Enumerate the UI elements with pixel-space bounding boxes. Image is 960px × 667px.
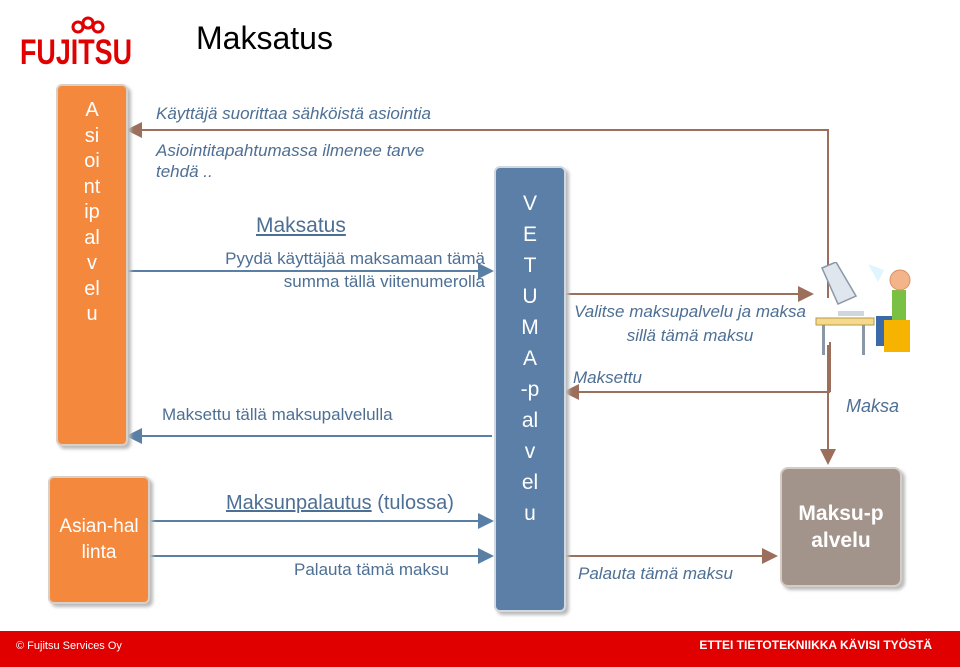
step1-text: Käyttäjä suorittaa sähköistä asiointia — [156, 104, 431, 123]
valitse-text: Valitse maksupalvelu ja maksa sillä tämä… — [574, 302, 806, 345]
palauta-right-text: Palauta tämä maksu — [578, 564, 733, 583]
maksettu-talla-text: Maksettu tällä maksupalvelulla — [162, 405, 393, 424]
return-arrow — [126, 122, 829, 298]
tulossa-text: (tulossa) — [377, 492, 454, 514]
vetuma-box: VETUMA-palvelu — [494, 166, 566, 612]
asianhallinta-label: Asian-hallinta — [59, 516, 139, 563]
maksupalvelu-label: Maksu-palvelu — [798, 502, 884, 552]
pyyda-text: Pyydä käyttäjää maksamaan tämä summa täl… — [225, 249, 485, 291]
maksa-text: Maksa — [846, 396, 900, 416]
copyright-text: © Fujitsu Services Oy — [16, 640, 122, 652]
logo-text: FUJITSU — [20, 33, 132, 70]
maksunpalautus-link[interactable]: Maksunpalautus — [226, 492, 372, 514]
palauta-left-text: Palauta tämä maksu — [294, 560, 449, 579]
vetuma-label: VETUMA-palvelu — [520, 192, 540, 525]
page-title: Maksatus — [196, 20, 333, 56]
asiointipalvelu-label: Asiointipalvelu — [83, 99, 101, 325]
asianhallinta-box: Asian-hallinta — [48, 476, 150, 604]
footer-slogan: ETTEI TIETOTEKNIIKKA KÄVISI TYÖSTÄ — [699, 638, 932, 652]
maksatus-link[interactable]: Maksatus — [256, 214, 346, 237]
fujitsu-logo: FUJITSU — [20, 16, 132, 70]
copyright-owner: Fujitsu Services Oy — [27, 640, 122, 652]
user-at-computer-icon — [815, 262, 911, 355]
maksettu-text: Maksettu — [573, 368, 642, 387]
asiointipalvelu-box: Asiointipalvelu — [56, 84, 128, 446]
maksupalvelu-box: Maksu-palvelu — [780, 467, 902, 587]
step2-text: Asiointitapahtumassa ilmenee tarve tehdä… — [156, 141, 425, 181]
footer-bar — [0, 631, 960, 667]
maksunpalautus-row: Maksunpalautus (tulossa) — [226, 492, 454, 515]
